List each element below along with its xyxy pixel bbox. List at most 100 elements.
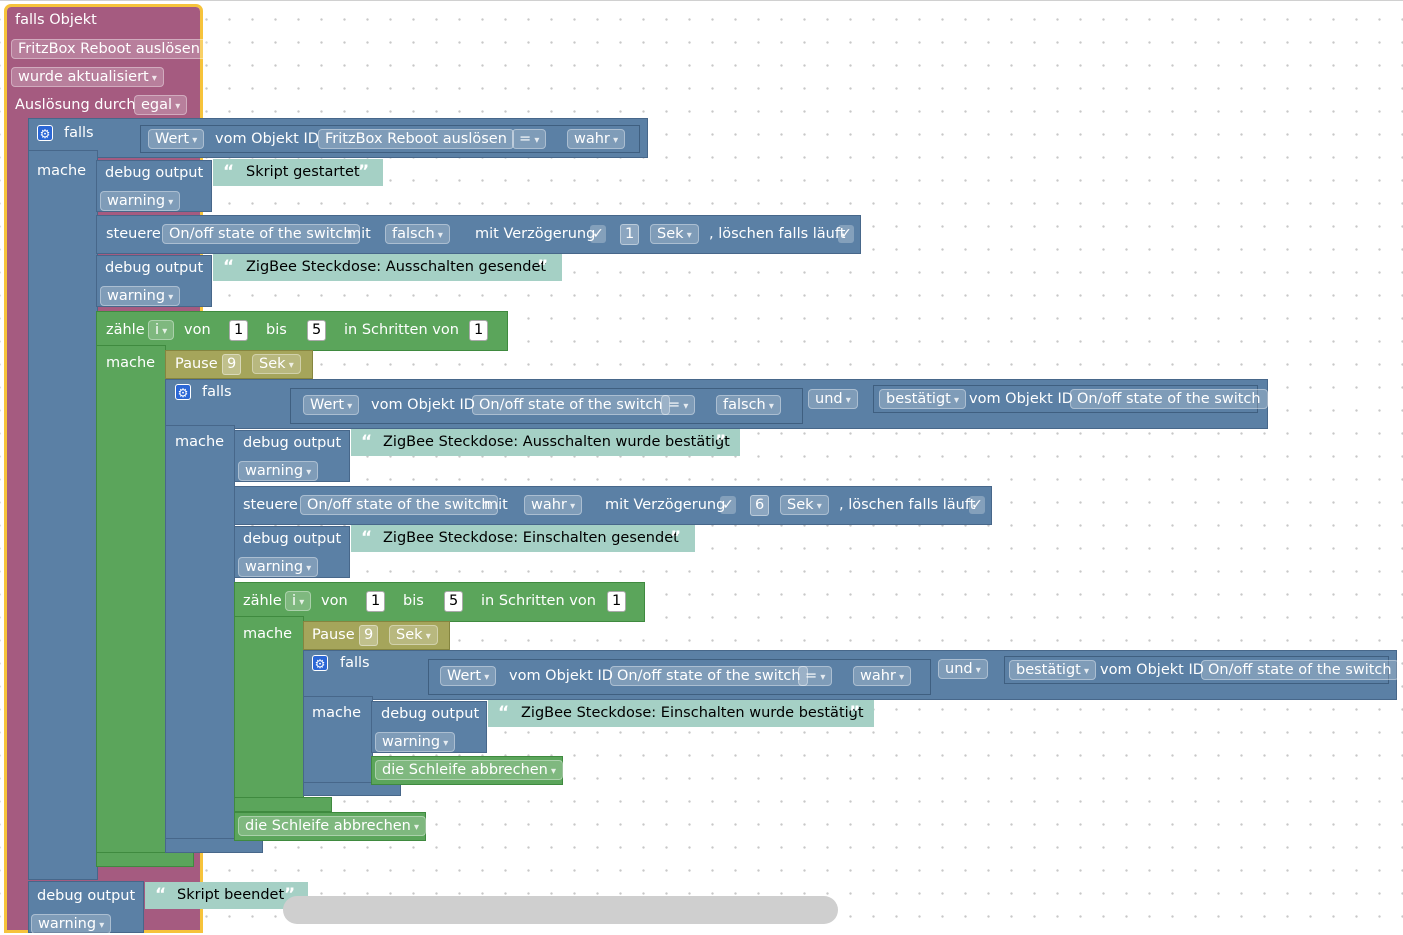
switch-id-field[interactable]: On/off state of the switch bbox=[162, 224, 360, 244]
object-id-field[interactable]: On/off state of the switch bbox=[1070, 389, 1268, 409]
operator-dropdown[interactable]: = bbox=[798, 666, 833, 686]
text-block-4[interactable] bbox=[351, 525, 695, 552]
checkbox-icon[interactable]: ✓ bbox=[590, 225, 606, 243]
break-dropdown[interactable]: die Schleife abbrechen bbox=[375, 760, 564, 780]
mache-label: mache bbox=[312, 705, 362, 721]
if-block-inner-2-spine bbox=[303, 696, 373, 796]
close-quote: ” bbox=[358, 162, 370, 182]
text-block-1[interactable] bbox=[213, 159, 383, 186]
open-quote: “ bbox=[361, 528, 373, 548]
unit-dropdown[interactable]: Sek bbox=[650, 224, 699, 244]
debug-level-dropdown[interactable]: warning bbox=[100, 191, 181, 211]
bool-dropdown[interactable]: falsch bbox=[716, 395, 781, 415]
from-value[interactable]: 1 bbox=[229, 320, 249, 341]
object-id-field[interactable]: FritzBox Reboot auslösen bbox=[318, 129, 514, 149]
trigger-cause-label: Auslösung durch bbox=[15, 97, 136, 113]
debug-level-dropdown[interactable]: warning bbox=[375, 732, 456, 752]
loop-var-dropdown[interactable]: i bbox=[285, 591, 312, 611]
compare-block[interactable] bbox=[140, 125, 640, 153]
if-block-inner-2-foot bbox=[303, 782, 401, 796]
trigger-object-field[interactable]: FritzBox Reboot auslösen bbox=[11, 39, 216, 59]
debug-label: debug output bbox=[243, 531, 342, 547]
object-id-field[interactable]: On/off state of the switch bbox=[610, 666, 808, 686]
bool-dropdown[interactable]: wahr bbox=[567, 129, 626, 149]
text-field-1[interactable]: Skript gestartet bbox=[246, 164, 360, 180]
text-field-2[interactable]: ZigBee Steckdose: Ausschalten gesendet bbox=[246, 259, 547, 275]
break-dropdown[interactable]: die Schleife abbrechen bbox=[238, 816, 427, 836]
text-field-4[interactable]: ZigBee Steckdose: Einschalten gesendet bbox=[383, 530, 679, 546]
loop-block-1-spine bbox=[96, 345, 166, 867]
text-field-6[interactable]: Skript beendet bbox=[177, 887, 285, 903]
mit-label: mit bbox=[484, 497, 508, 513]
trigger-cause-dropdown[interactable]: egal bbox=[134, 95, 188, 115]
open-quote: “ bbox=[155, 885, 167, 905]
text-block-6[interactable] bbox=[145, 882, 308, 909]
from-value[interactable]: 1 bbox=[366, 591, 386, 612]
bis-label: bis bbox=[403, 593, 424, 609]
text-block-3[interactable] bbox=[351, 429, 740, 456]
operator-dropdown[interactable]: = bbox=[661, 395, 696, 415]
mache-label: mache bbox=[175, 434, 225, 450]
von-label: von bbox=[321, 593, 348, 609]
step-value[interactable]: 1 bbox=[469, 320, 489, 341]
operator-dropdown[interactable]: = bbox=[512, 129, 547, 149]
bool-dropdown[interactable]: wahr bbox=[524, 495, 583, 515]
ack-dropdown[interactable]: bestätigt bbox=[1009, 660, 1097, 680]
gear-icon[interactable]: ⚙ bbox=[37, 125, 53, 141]
bool-dropdown[interactable]: falsch bbox=[385, 224, 450, 244]
gear-icon[interactable]: ⚙ bbox=[175, 384, 191, 400]
pause-label: Pause bbox=[175, 356, 218, 372]
object-id-field[interactable]: On/off state of the switch bbox=[1201, 660, 1399, 680]
text-field-5[interactable]: ZigBee Steckdose: Einschalten wurde best… bbox=[521, 705, 864, 721]
loop-var-dropdown[interactable]: i bbox=[148, 320, 175, 340]
control-block-2[interactable] bbox=[234, 486, 992, 525]
pause-value[interactable]: 9 bbox=[359, 625, 379, 646]
value-dropdown[interactable]: Wert bbox=[148, 129, 205, 149]
debug-level-dropdown[interactable]: warning bbox=[31, 914, 112, 934]
object-id-field[interactable]: On/off state of the switch bbox=[472, 395, 670, 415]
mache-label: mache bbox=[37, 163, 87, 179]
step-value[interactable]: 1 bbox=[607, 591, 627, 612]
pause-value[interactable]: 9 bbox=[222, 354, 242, 375]
open-quote: “ bbox=[223, 257, 235, 277]
debug-level-dropdown[interactable]: warning bbox=[100, 286, 181, 306]
open-quote: “ bbox=[361, 432, 373, 452]
checkbox-icon[interactable]: ✓ bbox=[720, 496, 736, 514]
if-block-inner-1-spine bbox=[165, 425, 235, 853]
to-value[interactable]: 5 bbox=[444, 591, 464, 612]
if-block-outer-spine bbox=[28, 150, 98, 880]
text-block-2[interactable] bbox=[213, 254, 562, 281]
checkbox-icon[interactable]: ✓ bbox=[838, 225, 854, 243]
workspace-border bbox=[0, 0, 1403, 1]
value-dropdown[interactable]: Wert bbox=[303, 395, 360, 415]
text-field-3[interactable]: ZigBee Steckdose: Ausschalten wurde best… bbox=[383, 434, 730, 450]
step-label: in Schritten von bbox=[481, 593, 596, 609]
debug-level-dropdown[interactable]: warning bbox=[238, 557, 319, 577]
delay-value[interactable]: 1 bbox=[620, 224, 640, 245]
debug-level-dropdown[interactable]: warning bbox=[238, 461, 319, 481]
and-dropdown[interactable]: und bbox=[808, 389, 858, 409]
delay-value[interactable]: 6 bbox=[750, 495, 770, 516]
switch-id-field[interactable]: On/off state of the switch bbox=[300, 495, 498, 515]
text-block-5[interactable] bbox=[488, 700, 874, 727]
ack-dropdown[interactable]: bestätigt bbox=[879, 389, 967, 409]
debug-label: debug output bbox=[105, 260, 204, 276]
compare-block[interactable] bbox=[428, 659, 931, 695]
horizontal-scrollbar[interactable] bbox=[283, 896, 838, 924]
mit-label: mit bbox=[347, 226, 371, 242]
trigger-event-dropdown[interactable]: wurde aktualisiert bbox=[11, 67, 164, 87]
delay-label: mit Verzögerung bbox=[475, 226, 596, 242]
unit-dropdown[interactable]: Sek bbox=[252, 354, 301, 374]
close-quote: ” bbox=[715, 432, 727, 452]
to-value[interactable]: 5 bbox=[307, 320, 327, 341]
value-dropdown[interactable]: Wert bbox=[440, 666, 497, 686]
and-dropdown[interactable]: und bbox=[938, 659, 988, 679]
checkbox-icon[interactable]: ✓ bbox=[969, 496, 985, 514]
control-block-1[interactable] bbox=[96, 215, 861, 254]
gear-icon[interactable]: ⚙ bbox=[312, 655, 328, 671]
unit-dropdown[interactable]: Sek bbox=[389, 625, 438, 645]
bool-dropdown[interactable]: wahr bbox=[853, 666, 912, 686]
unit-dropdown[interactable]: Sek bbox=[780, 495, 829, 515]
mache-label: mache bbox=[106, 355, 156, 371]
object-id-label: vom Objekt ID bbox=[1100, 662, 1204, 678]
